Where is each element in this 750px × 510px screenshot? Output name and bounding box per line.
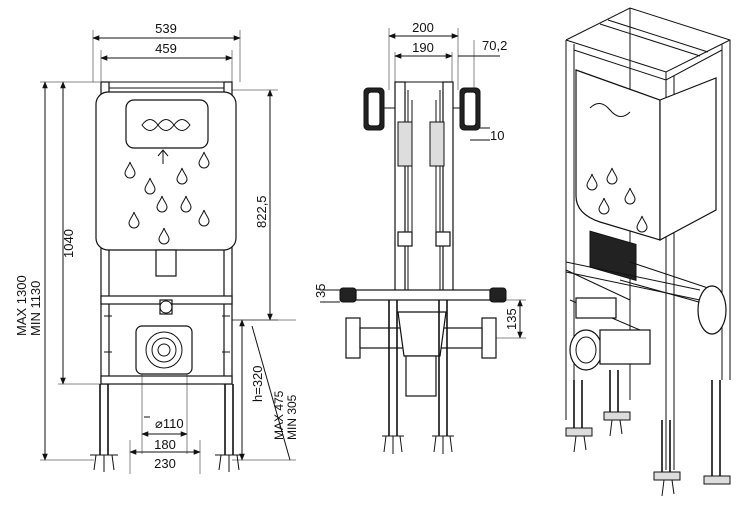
pipe-height-label: 135 <box>504 308 519 330</box>
drain-height-label: h=320 <box>250 365 265 402</box>
flush-plate <box>125 99 209 149</box>
frame-width-label: 459 <box>155 41 177 56</box>
outer-spacing-label: 230 <box>154 456 176 471</box>
drain-min-label: MIN 305 <box>285 394 299 440</box>
cistern-height-label: 822,5 <box>254 195 269 228</box>
side-view: 200 190 70,2 10 35 <box>313 20 526 454</box>
frame-depth-label: 190 <box>412 40 434 55</box>
overall-depth-label: 200 <box>412 20 434 35</box>
side-rear-post <box>442 81 454 293</box>
front-view: 539 459 MAX 1300 MIN 1130 1040 822,5 <box>14 21 299 474</box>
drain-max-label: MAX 475 <box>272 390 286 440</box>
rail-height-label: 35 <box>313 284 328 298</box>
height-min-label: MIN 1130 <box>28 281 43 336</box>
bracket-thickness-label: 10 <box>490 128 504 143</box>
inner-spacing-label: 180 <box>154 437 176 452</box>
drain-bend <box>135 325 193 375</box>
frame-height-label: 1040 <box>61 229 76 258</box>
pipe-diameter-label: ⌀110 <box>155 416 184 431</box>
overall-width-label: 539 <box>155 21 177 36</box>
offset-label: 70,2 <box>482 38 507 53</box>
height-max-label: MAX 1300 <box>14 275 29 336</box>
side-front-post <box>394 81 406 293</box>
isometric-view <box>565 7 731 497</box>
